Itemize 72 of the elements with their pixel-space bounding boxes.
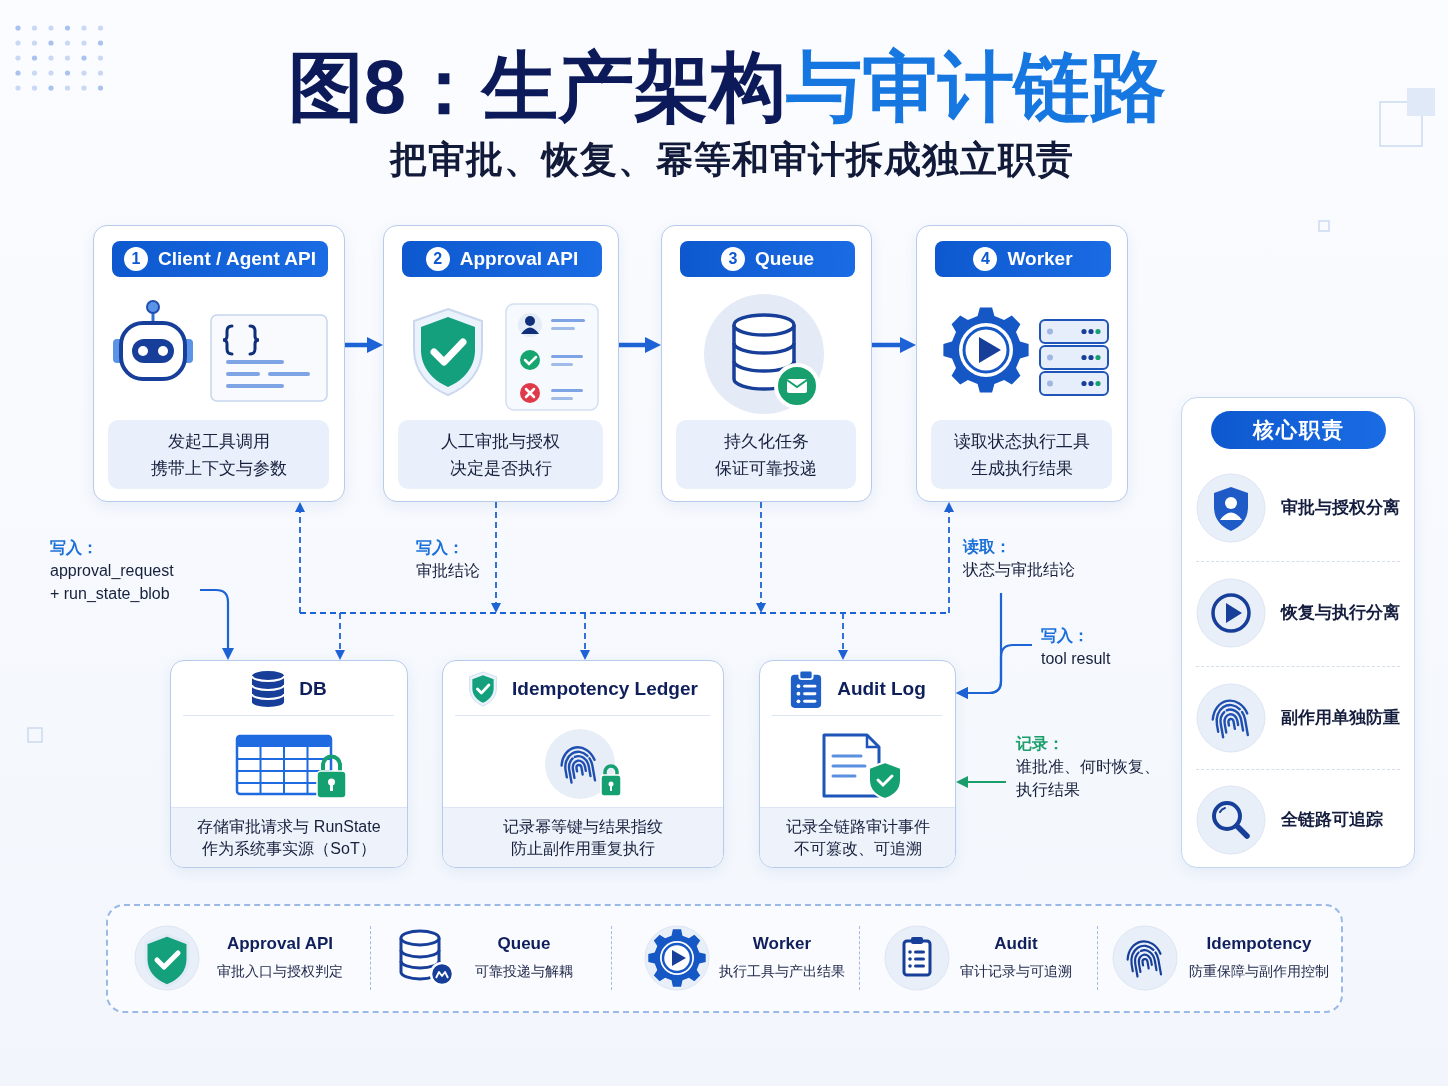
annotation-text: 状态与审批结论 (963, 560, 1075, 580)
card-title: Idempotency Ledger (512, 677, 698, 701)
heading-pill: 核心职责 (1211, 411, 1386, 449)
annotation-text: 谁批准、何时恢复、执行结果 (1016, 757, 1161, 800)
card-title: Queue (754, 247, 815, 271)
annotation-heading: 读取： (963, 537, 1011, 557)
side-panel (1181, 397, 1415, 868)
arrow (838, 612, 848, 660)
arrow (200, 588, 234, 660)
arrow (345, 337, 383, 353)
arrow (619, 337, 661, 353)
description-text: 不可篡改、可追溯 (793, 838, 922, 859)
storage-card (170, 660, 408, 868)
component-card (93, 225, 345, 502)
card-title: DB (299, 677, 327, 701)
description-text: 保证可靠投递 (715, 457, 817, 480)
arrow (580, 612, 590, 660)
item-title: Idempotency (1206, 933, 1312, 955)
component-card (916, 225, 1128, 502)
annotation-heading: 记录： (1016, 734, 1064, 754)
step-number: 1 (124, 247, 148, 271)
description-text: 持久化任务 (723, 430, 809, 453)
description-text: 防止副作用重复执行 (511, 838, 655, 859)
description-text: 发起工具调用 (167, 430, 270, 453)
storage-card (759, 660, 956, 868)
step-number: 4 (973, 247, 998, 271)
step-number: 3 (720, 247, 745, 271)
annotation-text: tool result (1041, 649, 1111, 669)
item-description: 可靠投递与解耦 (475, 962, 573, 981)
arrow (956, 643, 1032, 699)
card-title: Client / Agent API (158, 247, 316, 271)
description-text: 记录全链路审计事件 (785, 816, 930, 837)
list-item-text: 全链路可追踪 (1281, 809, 1383, 831)
summary-band (106, 904, 1343, 1013)
annotation-heading: 写入： (50, 538, 98, 558)
step-number: 2 (425, 247, 450, 271)
annotation-heading: 写入： (1041, 626, 1089, 646)
annotation-text: 审批结论 (416, 561, 480, 581)
subtitle: 把审批、恢复、幂等和审计拆成独立职责 (390, 138, 1074, 182)
list-item-text: 审批与授权分离 (1281, 497, 1400, 519)
description-text: 决定是否执行 (449, 457, 552, 480)
card-title: Worker (1007, 247, 1073, 271)
arrow (872, 337, 916, 353)
list-item-text: 副作用单独防重 (1281, 707, 1400, 729)
item-description: 防重保障与副作用控制 (1189, 962, 1329, 981)
description-text: 作为系统事实源（SoT） (202, 838, 376, 859)
item-title: Queue (497, 933, 551, 955)
arrow (335, 612, 345, 660)
item-description: 执行工具与产出结果 (719, 962, 845, 981)
card-title: Approval API (459, 247, 579, 271)
item-title: Audit (994, 933, 1038, 955)
description-text: 存储审批请求与 RunState (197, 816, 381, 837)
storage-card (442, 660, 724, 868)
arrow (491, 501, 501, 613)
item-title: Worker (752, 933, 812, 955)
description-text: 记录幂等键与结果指纹 (503, 816, 663, 837)
description-text: 生成执行结果 (970, 457, 1073, 480)
page-title: 图8：生产架构与审计链路 (287, 43, 1167, 131)
description-text: 读取状态执行工具 (953, 430, 1090, 453)
description-text: 人工审批与授权 (441, 430, 560, 453)
description-text: 携带上下文与参数 (150, 457, 287, 480)
item-description: 审计记录与可追溯 (960, 962, 1072, 981)
arrow (295, 502, 305, 614)
item-description: 审批入口与授权判定 (217, 962, 343, 981)
component-card (661, 225, 872, 502)
annotation-text: approval_request + run_state_blob (50, 561, 175, 604)
card-title: Audit Log (837, 677, 926, 701)
annotation-heading: 写入： (416, 538, 464, 558)
list-item-text: 恢复与执行分离 (1281, 602, 1400, 624)
component-card (383, 225, 619, 502)
item-title: Approval API (226, 933, 334, 955)
arrow (956, 776, 1006, 788)
